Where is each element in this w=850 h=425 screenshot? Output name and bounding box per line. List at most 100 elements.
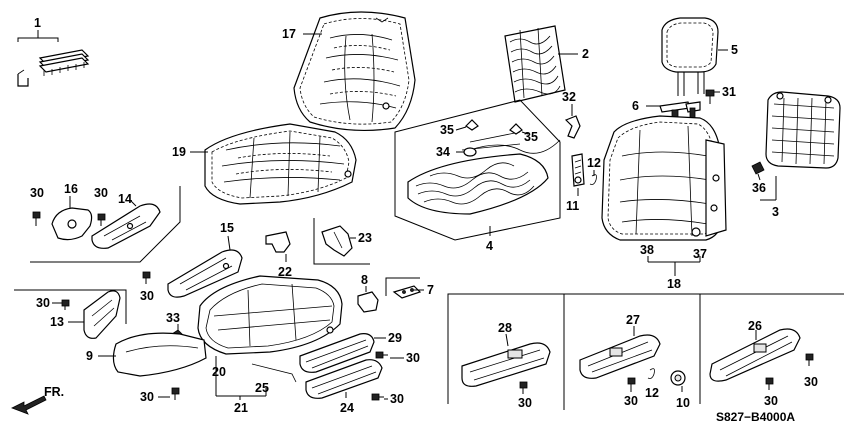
callout-32: 32 — [562, 90, 576, 104]
group-bracket-7 — [385, 277, 420, 296]
callout-17: 17 — [282, 27, 296, 41]
front-direction-arrow — [11, 395, 47, 415]
callout-19: 19 — [172, 145, 186, 159]
part-31-bolt — [705, 89, 715, 104]
callout-30i: 30 — [624, 394, 638, 408]
part-13-cover — [83, 290, 121, 339]
part-12-clip-lower — [647, 368, 655, 379]
part-14-cover — [91, 203, 161, 249]
part-8-bracket — [357, 291, 379, 313]
part-9-trim — [112, 332, 207, 377]
part-3-back-board — [765, 91, 841, 169]
callout-5: 5 — [731, 43, 738, 57]
part-26-power-unit — [709, 328, 801, 382]
group-bracket-16-14 — [30, 186, 181, 263]
callout-1: 1 — [34, 16, 41, 30]
callout-30j: 30 — [764, 394, 778, 408]
callout-30a: 30 — [30, 186, 44, 200]
callout-27: 27 — [626, 313, 640, 327]
part-18-seat-back-assy — [601, 115, 727, 241]
callout-16: 16 — [64, 182, 78, 196]
callout-30d: 30 — [140, 390, 154, 404]
part-32-hook — [564, 115, 581, 139]
callout-18: 18 — [667, 277, 681, 291]
part-30-bolt-f — [375, 351, 388, 359]
callout-11: 11 — [566, 199, 579, 213]
group-bracket-13 — [14, 289, 127, 324]
part-30-bolt-a — [32, 211, 41, 226]
callout-4: 4 — [486, 239, 493, 253]
part-30-bolt-d — [171, 387, 180, 400]
callout-26: 26 — [748, 319, 762, 333]
callout-29: 29 — [388, 331, 402, 345]
callout-21: 21 — [234, 401, 248, 415]
callout-31: 31 — [722, 85, 736, 99]
part-19-cushion-cover — [204, 123, 357, 205]
part-5-headrest — [661, 17, 719, 96]
part-1-clip-kit — [17, 30, 90, 87]
part-30-bolt-h — [519, 381, 528, 394]
part-25-wire — [251, 363, 297, 383]
part-23-bracket — [321, 225, 353, 257]
callout-30g: 30 — [390, 392, 404, 406]
callout-30c: 30 — [140, 289, 154, 303]
part-30-bolt-c — [142, 271, 151, 284]
part-30-bolt-k — [805, 353, 814, 366]
callout-30e: 30 — [36, 296, 50, 310]
callout-37: 37 — [693, 247, 707, 261]
callout-30f: 30 — [406, 351, 420, 365]
part-10-knob — [670, 370, 686, 386]
callout-9: 9 — [86, 349, 93, 363]
callout-12a: 12 — [587, 156, 601, 170]
callout-7: 7 — [427, 283, 434, 297]
callout-3: 3 — [772, 205, 779, 219]
part-12-clip-upper — [589, 174, 597, 185]
part-15-trim — [167, 249, 243, 298]
callout-12b: 12 — [645, 386, 659, 400]
part-28-power-unit — [461, 342, 551, 387]
callout-14: 14 — [118, 192, 132, 206]
part-24-track — [305, 359, 383, 399]
group-box-23 — [313, 218, 370, 265]
callout-30h: 30 — [518, 396, 532, 410]
callout-6: 6 — [632, 99, 639, 113]
part-36-clip — [751, 161, 765, 175]
part-16-cover — [51, 207, 93, 241]
part-30-bolt-b — [97, 213, 106, 226]
callout-10: 10 — [676, 396, 690, 410]
part-11-bracket — [571, 153, 585, 187]
diagram-code: S827−B4000A — [716, 410, 795, 424]
callout-20: 20 — [212, 365, 226, 379]
callout-25: 25 — [255, 381, 269, 395]
part-4-cushion-spring-group — [394, 99, 561, 241]
callout-33: 33 — [166, 311, 180, 325]
callout-30b: 30 — [94, 186, 108, 200]
part-30-bolt-e — [61, 299, 70, 310]
callout-35a: 35 — [440, 123, 454, 137]
part-20-cushion-frame — [197, 275, 343, 355]
part-30-bolt-g — [371, 393, 384, 401]
callout-15: 15 — [220, 221, 234, 235]
callout-30k: 30 — [804, 375, 818, 389]
callout-23: 23 — [358, 231, 372, 245]
front-direction-label: FR. — [44, 385, 64, 399]
callout-24: 24 — [340, 401, 354, 415]
callout-8: 8 — [361, 273, 368, 287]
part-29-track — [299, 333, 375, 373]
callout-2: 2 — [582, 47, 589, 61]
callout-35b: 35 — [524, 130, 538, 144]
callout-22: 22 — [278, 265, 292, 279]
part-22-bracket — [265, 231, 291, 253]
part-27-power-unit — [579, 334, 661, 379]
panel-28-frame — [447, 293, 565, 410]
callout-13: 13 — [50, 315, 64, 329]
part-30-bolt-j — [765, 377, 774, 390]
part-7-bracket — [392, 285, 422, 299]
callout-28: 28 — [498, 321, 512, 335]
part-17-seat-back-cover — [293, 11, 416, 131]
part-30-bolt-i — [627, 377, 636, 392]
callout-34: 34 — [436, 145, 450, 159]
callout-36: 36 — [752, 181, 766, 195]
callout-38: 38 — [640, 243, 654, 257]
